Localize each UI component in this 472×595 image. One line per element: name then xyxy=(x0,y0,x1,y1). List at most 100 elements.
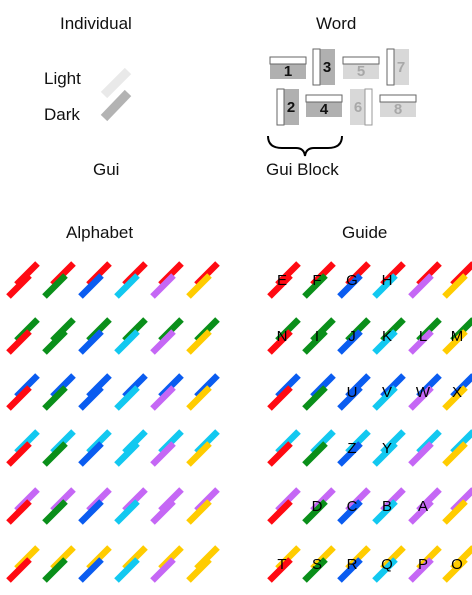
word-heading: Word xyxy=(316,14,357,33)
guide-cell-5-1-lower-stroke xyxy=(302,557,328,583)
alphabet-cell-5-1-lower-stroke xyxy=(42,557,68,583)
guide-letter-l: L xyxy=(419,328,427,345)
guide-cell-2-4-lower-stroke xyxy=(408,385,434,411)
dark-stroke xyxy=(100,89,132,122)
guide-cell-0-3-lower-stroke xyxy=(372,273,398,299)
alphabet-cell-2-1-lower-stroke xyxy=(42,385,68,411)
guide-letter-t: T xyxy=(277,556,286,573)
word-tile-light-bar xyxy=(269,56,307,65)
alphabet-cell-3-5-lower-stroke xyxy=(186,441,212,467)
guide-letter-c: C xyxy=(347,498,358,515)
word-tile-light-bar xyxy=(386,48,395,86)
gui-block-heading: Gui Block xyxy=(266,160,339,179)
guide-cell-2-2-lower-stroke xyxy=(337,385,363,411)
alphabet-cell-5-3-lower-stroke xyxy=(114,557,140,583)
guide-cell-3-3-lower-stroke xyxy=(372,441,398,467)
alphabet-cell-1-2-lower-stroke xyxy=(78,329,104,355)
alphabet-cell-2-2-lower-stroke xyxy=(78,385,104,411)
light-label: Light xyxy=(44,69,81,88)
word-tile-5: 5 xyxy=(342,56,380,80)
guide-cell-2-1-lower-stroke xyxy=(302,385,328,411)
alphabet-cell-2-0-lower-stroke xyxy=(6,385,32,411)
guide-letter-o: O xyxy=(451,556,463,573)
alphabet-cell-0-5-lower-stroke xyxy=(186,273,212,299)
word-tile-light-bar xyxy=(312,48,321,86)
guide-letter-m: M xyxy=(451,328,464,345)
guide-letter-k: K xyxy=(382,328,392,345)
alphabet-cell-1-1-lower-stroke xyxy=(42,329,68,355)
guide-cell-0-1-lower-stroke xyxy=(302,273,328,299)
guide-cell-5-0-lower-stroke xyxy=(267,557,293,583)
word-tile-2: 2 xyxy=(276,88,299,126)
guide-letter-v: V xyxy=(382,384,392,401)
alphabet-cell-0-3-lower-stroke xyxy=(114,273,140,299)
guide-heading: Guide xyxy=(342,223,388,242)
guide-cell-1-2-lower-stroke xyxy=(337,329,363,355)
alphabet-cell-1-3-lower-stroke xyxy=(114,329,140,355)
guide-letter-e: E xyxy=(277,272,287,289)
guide-letter-s: S xyxy=(312,556,322,573)
alphabet-cell-5-0-lower-stroke xyxy=(6,557,32,583)
guide-cell-2-0-lower-stroke xyxy=(267,385,293,411)
guide-letter-a: A xyxy=(418,498,428,515)
guide-cell-4-4-lower-stroke xyxy=(408,499,434,525)
individual-heading: Individual xyxy=(60,14,132,33)
guide-cell-3-2-lower-stroke xyxy=(337,441,363,467)
word-tile-light-bar xyxy=(342,56,380,65)
light-stroke-outline xyxy=(100,67,132,99)
word-tile-number: 8 xyxy=(394,101,402,118)
guide-letter-x: X xyxy=(452,384,462,401)
alphabet-cell-2-5-lower-stroke xyxy=(186,385,212,411)
alphabet-cell-3-2-lower-stroke xyxy=(78,441,104,467)
word-tile-number: 6 xyxy=(354,99,362,116)
alphabet-cell-4-5-lower-stroke xyxy=(186,499,212,525)
guide-letter-i: I xyxy=(315,328,319,345)
alphabet-cell-3-0-lower-stroke xyxy=(6,441,32,467)
guide-cell-1-4-lower-stroke xyxy=(408,329,434,355)
alphabet-cell-2-3-lower-stroke xyxy=(114,385,140,411)
guide-cell-0-4-lower-stroke xyxy=(408,273,434,299)
guide-letter-j: J xyxy=(348,328,356,345)
guide-letter-h: H xyxy=(382,272,393,289)
guide-cell-3-5-lower-stroke xyxy=(442,441,468,467)
word-tile-1: 1 xyxy=(269,56,307,80)
alphabet-cell-5-4-lower-stroke xyxy=(150,557,176,583)
guide-cell-0-0-lower-stroke xyxy=(267,273,293,299)
guide-cell-3-0-lower-stroke xyxy=(267,441,293,467)
light-stroke xyxy=(100,67,132,99)
alphabet-cell-0-0-lower-stroke xyxy=(6,273,32,299)
word-tile-number: 5 xyxy=(357,63,365,80)
guide-cell-1-1-lower-stroke xyxy=(302,329,328,355)
alphabet-cell-4-4-lower-stroke xyxy=(150,499,176,525)
alphabet-cell-5-2-lower-stroke xyxy=(78,557,104,583)
word-tile-light-bar xyxy=(305,94,343,103)
guide-cell-4-2-lower-stroke xyxy=(337,499,363,525)
word-tile-number: 7 xyxy=(397,59,405,76)
guide-cell-1-0-lower-stroke xyxy=(267,329,293,355)
word-tile-number: 4 xyxy=(320,101,329,118)
word-tile-light-bar xyxy=(364,88,373,126)
guide-letter-w: W xyxy=(416,384,431,401)
guide-cell-5-5-lower-stroke xyxy=(442,557,468,583)
word-tile-light-bar xyxy=(276,88,285,126)
word-tile-number: 2 xyxy=(287,99,295,116)
guide-letter-q: Q xyxy=(381,556,393,573)
word-tile-4: 4 xyxy=(305,94,343,118)
guide-cell-4-3-lower-stroke xyxy=(372,499,398,525)
guide-cell-5-3-lower-stroke xyxy=(372,557,398,583)
guide-cell-4-0-lower-stroke xyxy=(267,499,293,525)
word-tile-3: 3 xyxy=(312,48,335,86)
guide-cell-1-5-lower-stroke xyxy=(442,329,468,355)
gui-block-brace xyxy=(267,135,343,157)
gui-heading: Gui xyxy=(93,160,120,179)
guide-cell-1-3-lower-stroke xyxy=(372,329,398,355)
alphabet-cell-3-3-lower-stroke xyxy=(114,441,140,467)
guide-letter-u: U xyxy=(347,384,358,401)
alphabet-heading: Alphabet xyxy=(66,223,134,242)
guide-letter-r: R xyxy=(347,556,358,573)
guide-cell-2-5-lower-stroke xyxy=(442,385,468,411)
guide-cell-0-2-lower-stroke xyxy=(337,273,363,299)
